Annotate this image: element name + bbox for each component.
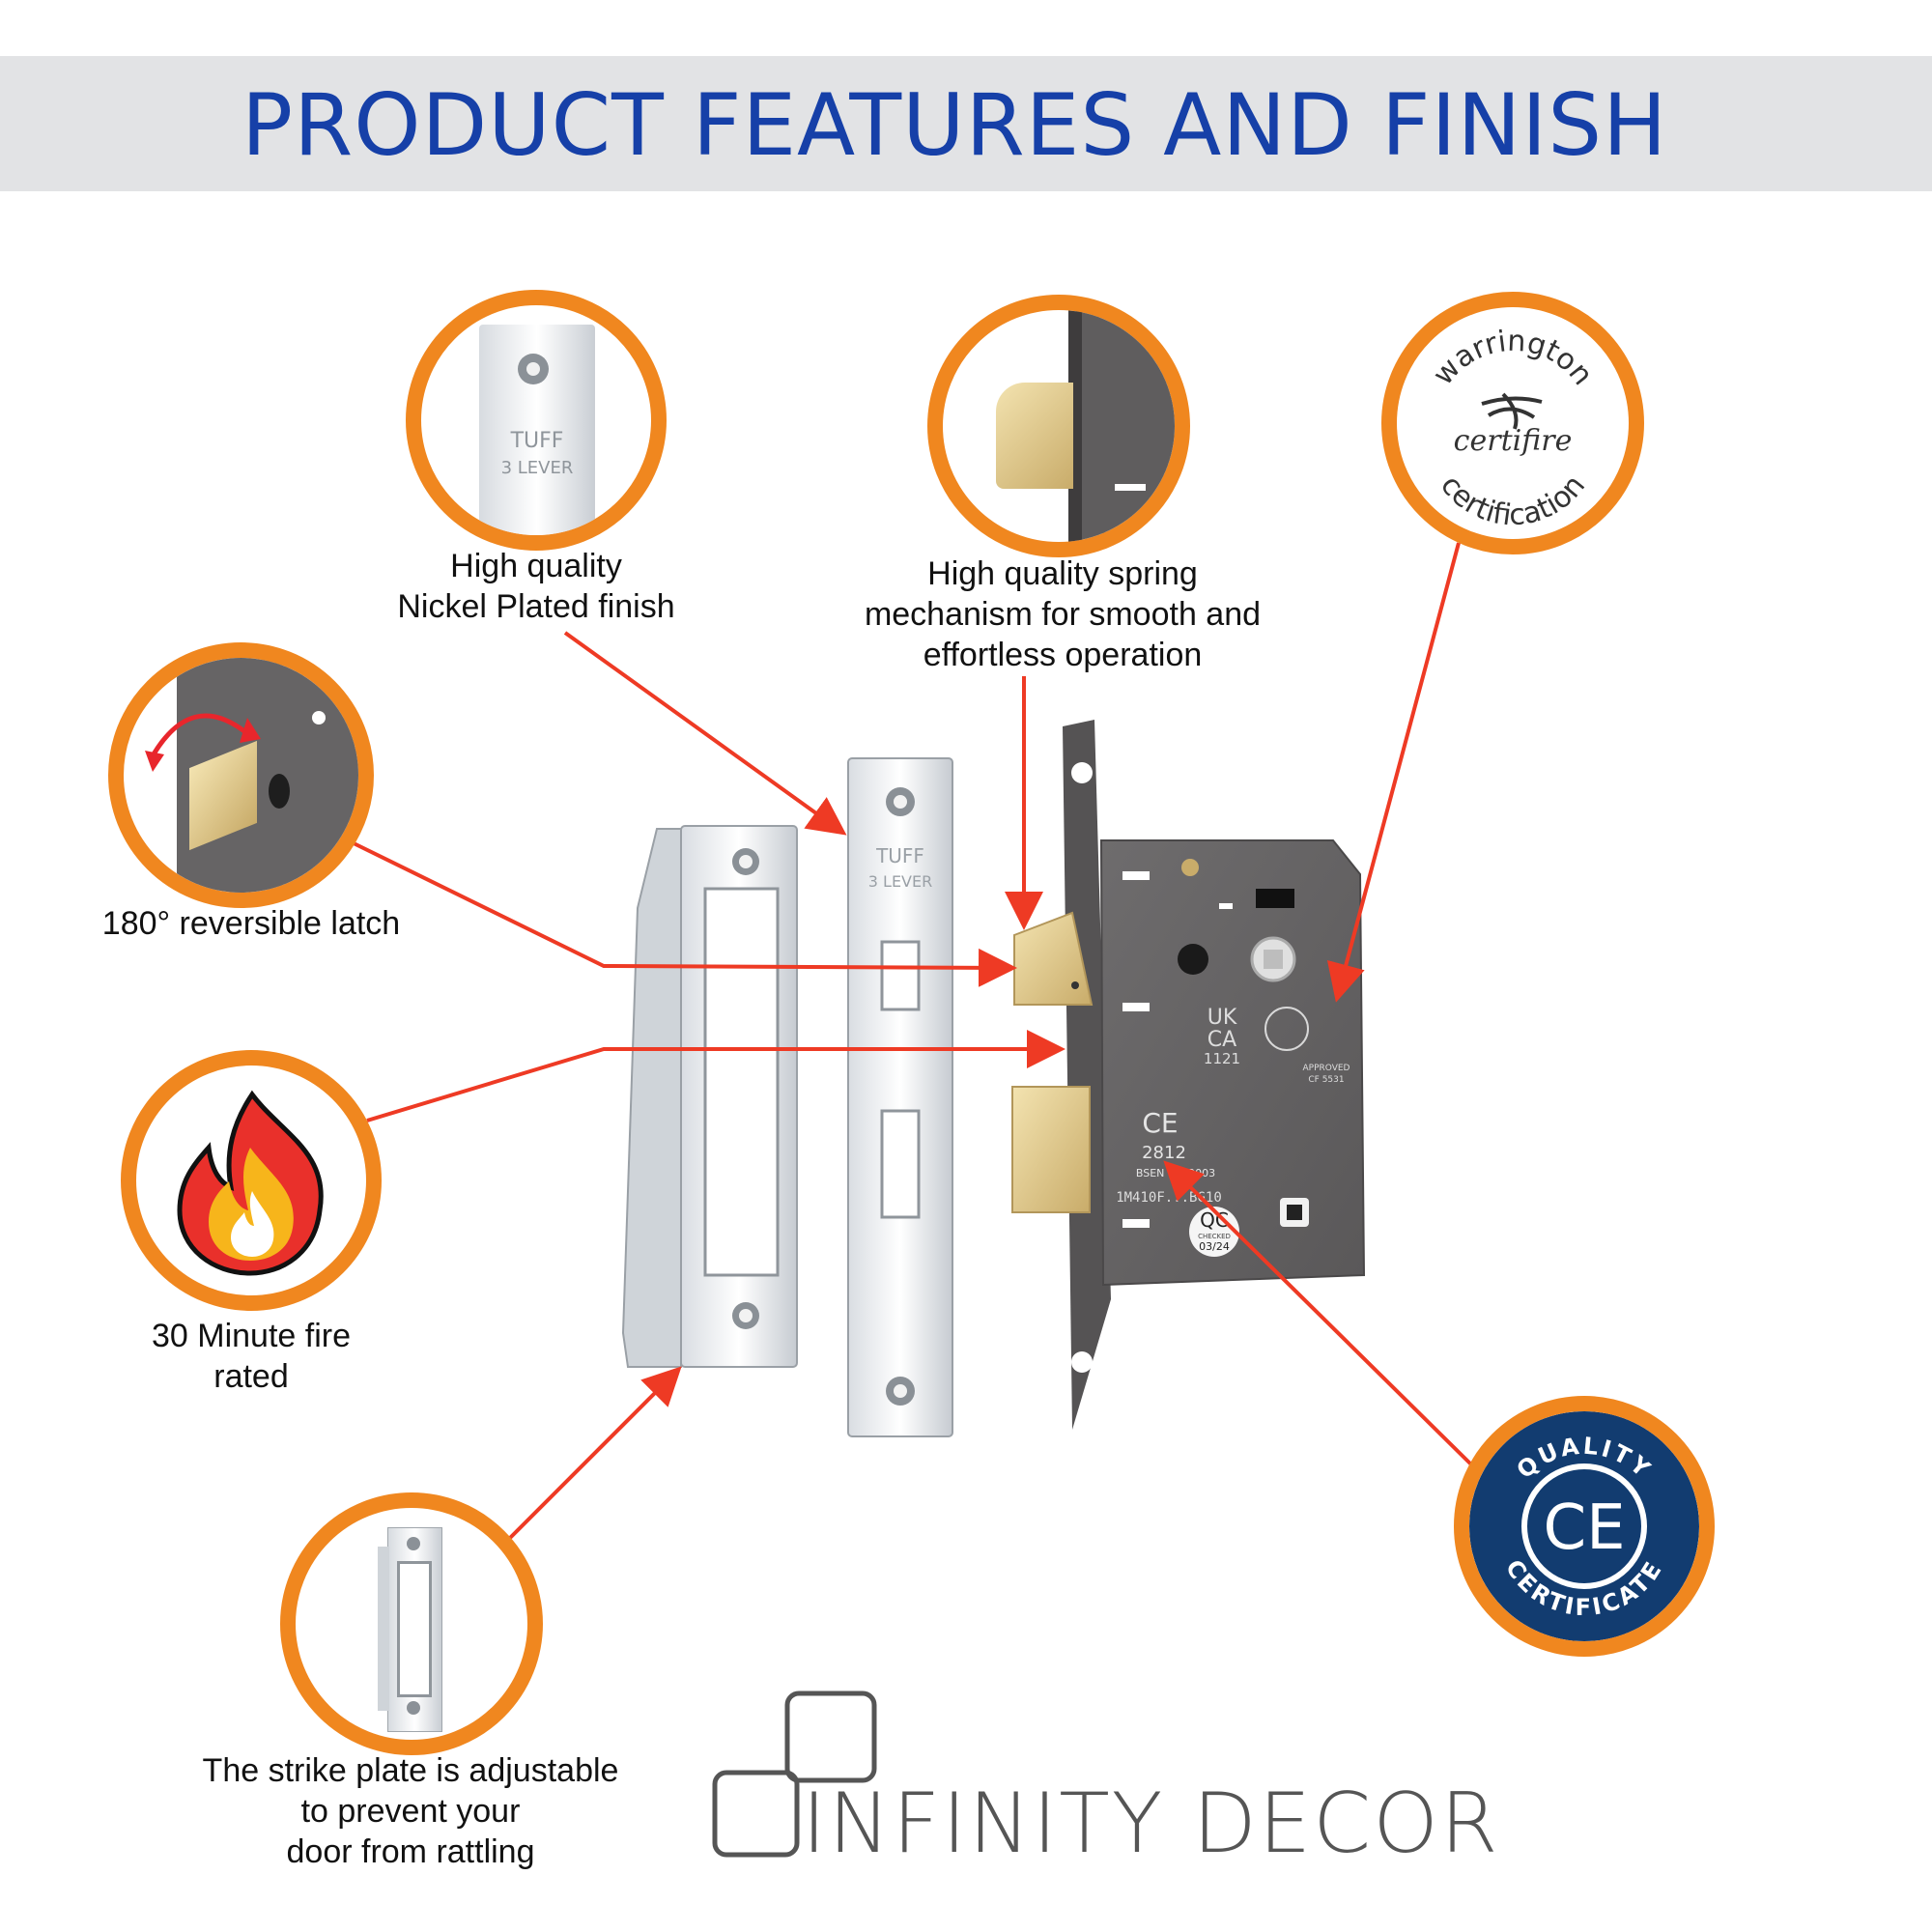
cf-text: CF 5531 — [1308, 1075, 1344, 1085]
fire-label-line-2: rated — [213, 1358, 289, 1395]
brand-name: INFINITY DECOR — [802, 1776, 1500, 1872]
fire-label-line-1: 30 Minute fire — [152, 1318, 351, 1354]
certifire-middle-text: certifire — [1454, 424, 1573, 458]
dead-bolt — [1011, 1086, 1091, 1213]
arrow-fire — [366, 1030, 1065, 1122]
latch-label: 180° reversible latch — [68, 903, 435, 944]
ukca-text-2: CA — [1208, 1028, 1236, 1052]
reversible-latch-icon — [124, 658, 358, 893]
page-title: PRODUCT FEATURES AND FINISH — [242, 75, 1668, 175]
spring-label-line-1: High quality spring — [927, 555, 1198, 592]
latch-label-line-1: 180° reversible latch — [101, 905, 401, 942]
fire-callout — [121, 1050, 382, 1311]
certifire-top-text: warrington — [1427, 325, 1600, 392]
arrow-latch — [347, 838, 1017, 987]
ukca-number: 1121 — [1204, 1050, 1240, 1067]
finish-label: High quality Nickel Plated finish — [343, 546, 729, 627]
strike-label-line-3: door from rattling — [286, 1833, 535, 1870]
latch-callout — [108, 642, 374, 908]
forend-plate: TUFF 3 LEVER — [847, 757, 953, 1437]
ce-number-text: 2812 — [1142, 1143, 1186, 1163]
faceplate-closeup-icon: TUFF 3 LEVER — [479, 325, 595, 535]
forend-text-2: 3 LEVER — [868, 872, 932, 891]
strike-callout — [280, 1492, 543, 1755]
spring-label: High quality spring mechanism for smooth… — [840, 554, 1285, 675]
svg-text:certification: certification — [1434, 469, 1592, 532]
qc-checked-text: CHECKED — [1198, 1233, 1231, 1240]
certifire-bottom-text: certification — [1434, 469, 1592, 532]
ce-mark-text: CE — [1142, 1107, 1178, 1139]
flame-icon — [177, 1090, 324, 1276]
spring-latch-closeup-icon — [943, 310, 1175, 542]
certifire-logo-icon: warrington certifire certification — [1427, 325, 1600, 533]
arrow-strike — [502, 1366, 682, 1546]
finish-label-line-1: High quality — [450, 548, 622, 584]
strike-label-line-2: to prevent your — [300, 1793, 521, 1830]
ce-badge-mark: CE — [1543, 1492, 1625, 1564]
ukca-text-1: UK — [1208, 1006, 1237, 1030]
lock-body: QC CHECKED 03/24 UK CA 1121 CE 2812 BSEN… — [1063, 720, 1366, 1430]
arrows — [347, 542, 1475, 1546]
spring-callout — [927, 295, 1190, 557]
ce-quality-badge-icon: CE QUALITY CERTIFICATE — [1469, 1411, 1699, 1641]
finish-callout: TUFF 3 LEVER — [406, 290, 667, 551]
qc-date-text: 03/24 — [1199, 1240, 1230, 1253]
header-banner — [0, 56, 1932, 191]
arrow-finish — [563, 631, 847, 836]
approved-text: APPROVED — [1303, 1064, 1350, 1073]
ce-quality-callout: CE QUALITY CERTIFICATE — [1454, 1396, 1715, 1657]
spring-label-line-2: mechanism for smooth and — [864, 596, 1262, 633]
strike-plate-icon — [296, 1508, 527, 1740]
svg-text:warrington: warrington — [1427, 325, 1600, 392]
fire-label: 30 Minute fire rated — [97, 1316, 406, 1397]
callout-plate-text-2: 3 LEVER — [500, 458, 574, 478]
strike-label-line-1: The strike plate is adjustable — [202, 1752, 619, 1789]
spring-label-line-3: effortless operation — [923, 637, 1203, 673]
callout-plate-text-1: TUFF — [510, 429, 564, 453]
infinity-decor-logo-icon — [712, 1690, 877, 1858]
certifire-callout: warrington certifire certification — [1381, 292, 1644, 554]
strike-plate — [621, 825, 798, 1368]
arrow-ce — [1163, 1160, 1475, 1468]
forend-text-1: TUFF — [875, 844, 924, 867]
strike-label: The strike plate is adjustable to preven… — [164, 1750, 657, 1872]
finish-label-line-2: Nickel Plated finish — [397, 588, 675, 625]
arrow-certifire — [1326, 542, 1461, 1003]
